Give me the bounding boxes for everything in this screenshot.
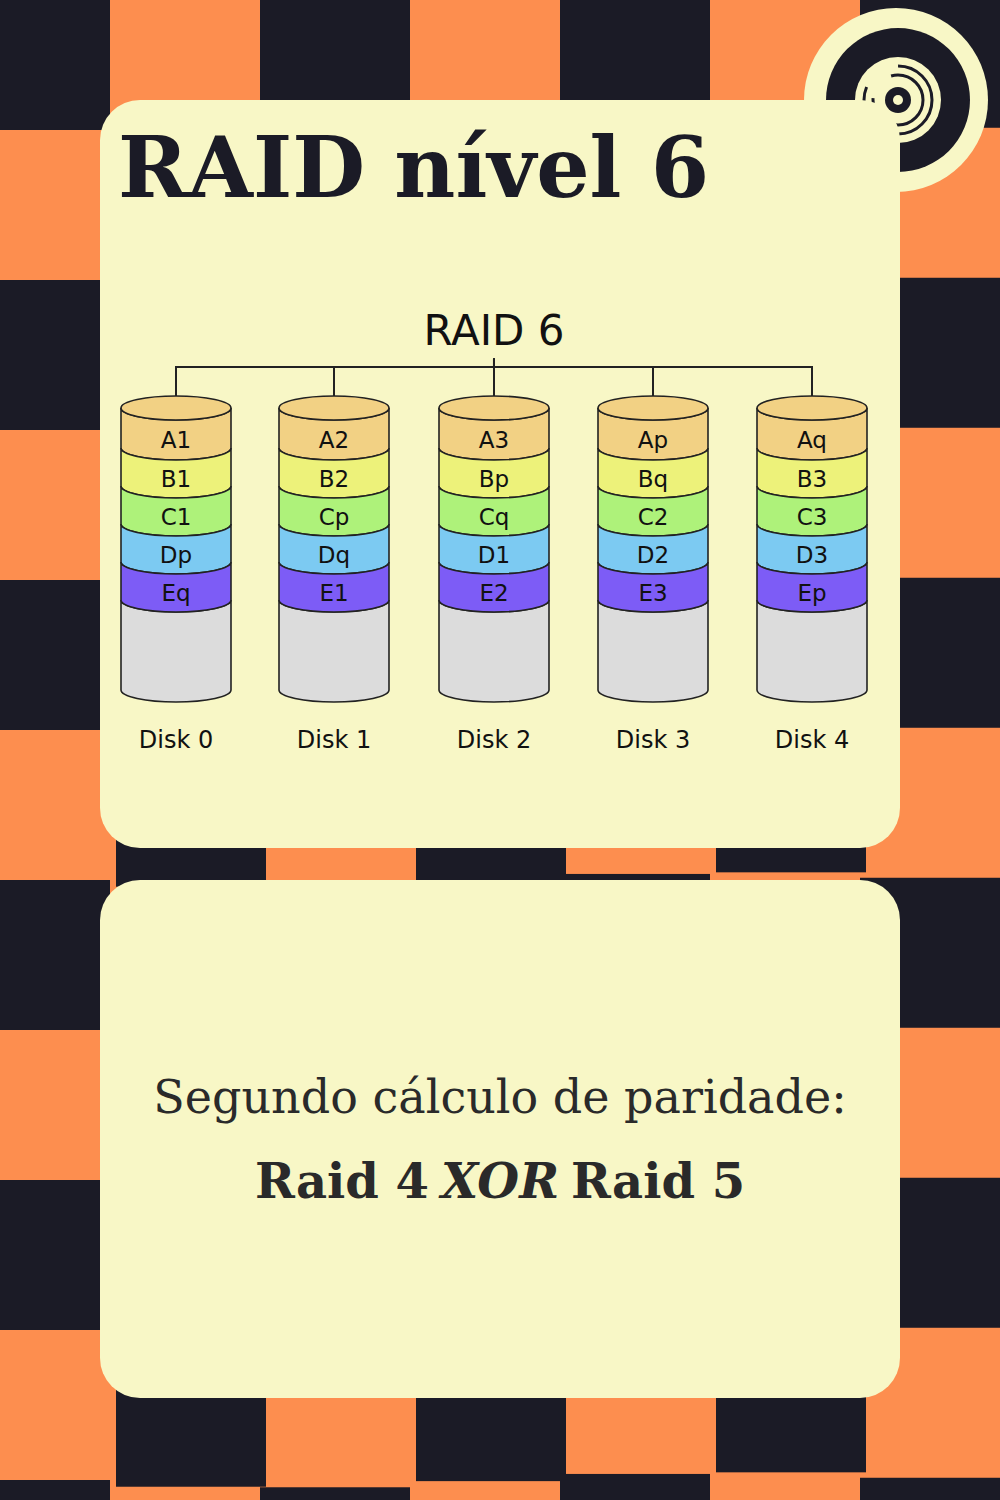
checker-square	[0, 580, 110, 730]
stripe-label: E2	[439, 574, 549, 612]
disk-top	[279, 396, 389, 420]
stripe-band-shape	[598, 524, 708, 574]
stripe-label: B3	[757, 460, 867, 498]
disk-free-space	[439, 600, 549, 702]
stripe-band-shape	[121, 448, 231, 498]
stripe-label: C3	[757, 498, 867, 536]
stripe-band-shape	[439, 448, 549, 498]
bottom-card	[100, 880, 900, 1398]
stripe-label: Bp	[439, 460, 549, 498]
stripe-label: Cq	[439, 498, 549, 536]
stripe-band-shape	[121, 486, 231, 536]
stripe-label: A2	[279, 420, 389, 460]
stripe-band-shape	[757, 524, 867, 574]
stripe-label: C2	[598, 498, 708, 536]
stripe-label: A1	[121, 420, 231, 460]
stripe-label: A3	[439, 420, 549, 460]
stripe-label: Cp	[279, 498, 389, 536]
disk-label: Disk 2	[409, 726, 579, 755]
disk-free-space	[757, 600, 867, 702]
stripe-band-shape	[279, 524, 389, 574]
stripe-label: E3	[598, 574, 708, 612]
stripe-band-shape	[757, 486, 867, 536]
stripe-band-shape	[598, 448, 708, 498]
stripe-label: Bq	[598, 460, 708, 498]
disk-cylinder: Disk 1A2B2CpDqE1	[279, 396, 389, 702]
page-title: RAID nível 6	[118, 118, 709, 219]
stripe-label: C1	[121, 498, 231, 536]
disk-label: Disk 1	[249, 726, 419, 755]
disk-free-space	[598, 600, 708, 702]
disk-label: Disk 0	[91, 726, 261, 755]
stripe-band-shape	[598, 562, 708, 612]
stripe-band-shape	[121, 562, 231, 612]
stripe-label: B1	[121, 460, 231, 498]
disk-cylinder: Disk 4AqB3C3D3Ep	[757, 396, 867, 702]
stripe-band-shape	[121, 524, 231, 574]
tree-connector	[494, 358, 812, 396]
stripe-band-shape	[439, 486, 549, 536]
checker-square	[0, 1480, 110, 1500]
stripe-label: Aq	[757, 420, 867, 460]
disk-cylinder: Disk 2A3BpCqD1E2	[439, 396, 549, 702]
disk-top	[439, 396, 549, 420]
checker-square	[560, 1474, 710, 1500]
stripe-band-shape	[757, 562, 867, 612]
checker-square	[0, 880, 110, 1030]
stripe-band-shape	[279, 562, 389, 612]
disk-top	[757, 396, 867, 420]
disk-free-space	[279, 600, 389, 702]
disk-cylinder: Disk 3ApBqC2D2E3	[598, 396, 708, 702]
note-text: Raid 5	[571, 1150, 745, 1212]
stripe-block: A3	[439, 396, 549, 460]
stripe-label: E1	[279, 574, 389, 612]
tree-connector	[176, 358, 494, 396]
stripe-block: Ap	[598, 396, 708, 460]
stripe-block: A1	[121, 396, 231, 460]
tree-connector	[494, 358, 653, 396]
stripe-label: Ap	[598, 420, 708, 460]
checker-square	[0, 280, 110, 430]
stripe-band-shape	[279, 448, 389, 498]
checker-square	[860, 1478, 1000, 1500]
disk-top	[598, 396, 708, 420]
disk-label: Disk 3	[568, 726, 738, 755]
stripe-band-shape	[439, 562, 549, 612]
array-heading: RAID 6	[423, 306, 564, 356]
caption-line: Segundo cálculo de paridade:	[100, 1068, 900, 1128]
disk-label: Disk 4	[727, 726, 897, 755]
stripe-block: Aq	[757, 396, 867, 460]
caption-line: Raid 4XORRaid 5	[100, 1150, 900, 1212]
stripe-label: B2	[279, 460, 389, 498]
array-name: RAID 6	[423, 306, 564, 356]
stripe-label: Eq	[121, 574, 231, 612]
stripe-label: Dp	[121, 536, 231, 574]
stripe-band-shape	[598, 486, 708, 536]
checker-square	[260, 1487, 410, 1500]
disk-cylinder: Disk 0A1B1C1DpEq	[121, 396, 231, 702]
note-text: Raid 4	[255, 1150, 429, 1212]
stripe-label: Ep	[757, 574, 867, 612]
disk-free-space	[121, 600, 231, 702]
checker-square	[0, 0, 110, 130]
stripe-band-shape	[279, 486, 389, 536]
stripe-band-shape	[439, 524, 549, 574]
tree-connector	[334, 358, 494, 396]
stripe-label: D2	[598, 536, 708, 574]
stripe-label: Dq	[279, 536, 389, 574]
note-text: XOR	[441, 1150, 559, 1212]
stripe-block: A2	[279, 396, 389, 460]
stripe-band-shape	[757, 448, 867, 498]
stripe-label: D1	[439, 536, 549, 574]
stripe-label: D3	[757, 536, 867, 574]
note-text: Segundo cálculo de paridade:	[153, 1070, 846, 1124]
disk-top	[121, 396, 231, 420]
checker-square	[0, 1180, 110, 1330]
